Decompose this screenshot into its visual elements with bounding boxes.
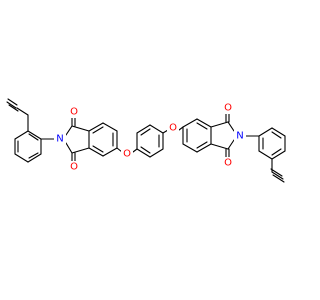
left-imide-ring [65,117,90,162]
central-phenylene-ring [136,124,164,158]
right-isoindole-benzene [182,118,212,153]
oxygen-label: O [70,162,78,173]
right-phenyl-ring [258,127,286,160]
oxygen-label: O [70,107,78,118]
right-ethynyl-group [270,158,285,183]
oxygen-label: O [123,149,131,160]
oxygen-label: O [224,158,232,169]
oxygen-label: O [169,123,177,134]
left-ethynyl-group [6,98,29,116]
right-imide-ring [210,113,235,158]
right-carbonyl-oxygen-top: O [222,102,234,114]
oxygen-label: O [224,103,232,114]
left-isoindole-benzene [88,122,118,157]
left-phenyl-ring [14,114,42,163]
structure-canvas: N O O O O O O N [6,98,286,183]
left-ether-phenylene-bond [132,148,138,153]
left-carbonyl-oxygen-top: O [68,106,80,118]
nitrogen-label: N [236,131,243,142]
molecule-diagram: N O O O O O O N [6,98,286,183]
right-imide-nitrogen: N [234,130,246,142]
left-carbonyl-oxygen-bottom: O [68,161,80,173]
nitrogen-label: N [56,134,63,145]
left-ether-oxygen: O [121,148,133,160]
right-carbonyl-oxygen-bottom: O [222,157,234,169]
right-ether-oxygen: O [167,122,179,134]
right-aryl-ether-bond [178,126,184,131]
left-imide-nitrogen: N [54,133,66,145]
